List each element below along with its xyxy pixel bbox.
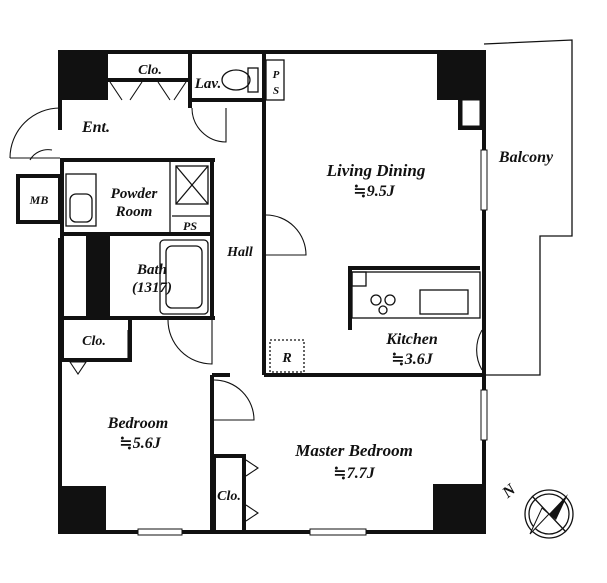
master-bedroom-label: Master Bedroom xyxy=(294,441,413,460)
washbasin-icon xyxy=(65,173,97,227)
living-dining-size-label: ≒9.5J xyxy=(353,183,395,200)
powder-room-label-2: Room xyxy=(115,204,153,220)
meter-box xyxy=(16,174,62,224)
closet-top-label: Clo. xyxy=(138,63,162,78)
bath-size-label: (1317) xyxy=(132,280,172,296)
entrance-label: Ent. xyxy=(81,119,110,136)
balcony-label: Balcony xyxy=(498,149,554,166)
column-top-right xyxy=(437,52,484,100)
washer-icon xyxy=(175,165,209,205)
living-dining-label: Living Dining xyxy=(326,161,426,180)
column-top-left xyxy=(60,52,108,100)
column-bath xyxy=(86,236,110,318)
kitchen-counter xyxy=(351,271,481,319)
bedroom-label: Bedroom xyxy=(107,415,168,432)
meter-box-label: MB xyxy=(29,193,49,207)
column-bottom-right xyxy=(433,484,484,532)
interior-walls xyxy=(60,52,484,534)
compass-icon: N xyxy=(499,480,574,539)
lavatory-label: Lav. xyxy=(194,76,222,92)
powder-room-label-1: Powder xyxy=(111,186,158,202)
fixtures xyxy=(65,59,481,373)
bath-label: Bath xyxy=(136,262,167,278)
kitchen-size-label: ≒3.6J xyxy=(391,351,433,368)
closet-left-label: Clo. xyxy=(82,334,106,349)
room-labels: Clo. Lav. P S Ent. MB Powder Room PS Bat… xyxy=(29,63,554,504)
refrigerator-icon xyxy=(269,339,305,373)
balcony-outline xyxy=(483,39,573,376)
door-swings xyxy=(68,81,483,522)
refrigerator-label: R xyxy=(281,351,291,366)
kitchen-label: Kitchen xyxy=(385,331,438,348)
closet-bottom-label: Clo. xyxy=(217,489,241,504)
pipe-space-top-s: S xyxy=(273,85,279,97)
hall-label: Hall xyxy=(226,245,253,260)
bedroom-size-label: ≒5.6J xyxy=(119,435,161,452)
compass-north-label: N xyxy=(499,480,521,502)
pipe-space-top-p: P xyxy=(273,69,280,81)
toilet-icon xyxy=(221,67,259,93)
bathtub-icon xyxy=(159,239,209,315)
pipe-space-mid-label: PS xyxy=(183,219,197,233)
windows xyxy=(137,149,488,536)
master-bedroom-size-label: ≒7.7J xyxy=(333,465,375,482)
entrance-door[interactable] xyxy=(9,107,61,161)
column-bottom-left xyxy=(60,486,106,532)
